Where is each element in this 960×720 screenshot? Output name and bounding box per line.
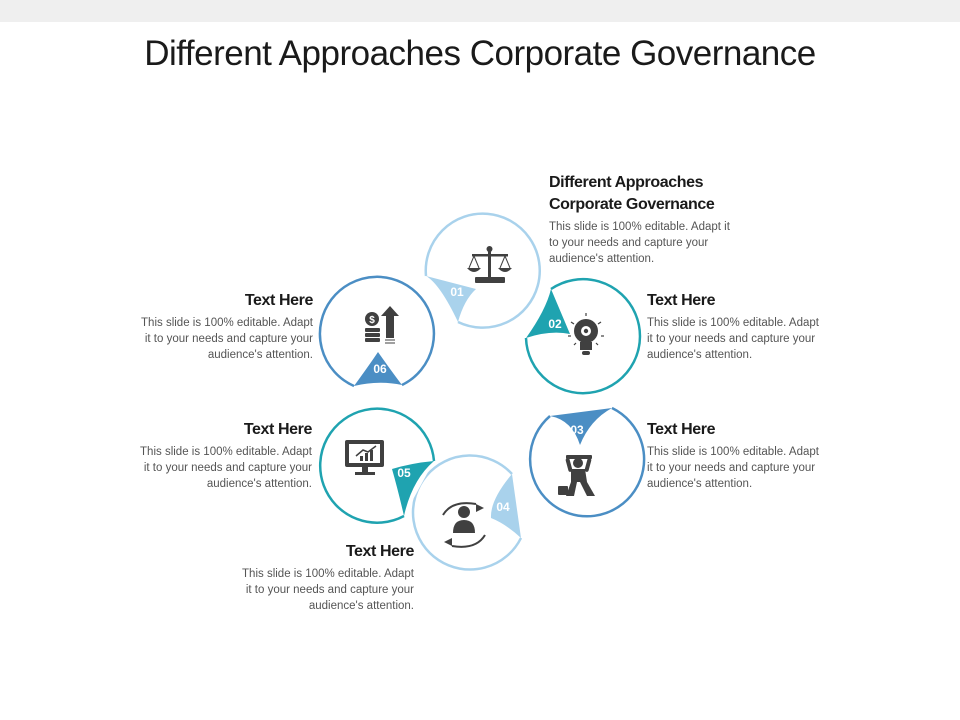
step-02-number: 02 [548,317,562,331]
monitor-chart-icon [345,440,384,475]
step-05-text: Text Here This slide is 100% editable. A… [92,419,312,492]
step-02-description: This slide is 100% editable. Adapt it to… [647,317,819,361]
step-03-text: Text Here This slide is 100% editable. A… [647,419,867,492]
step-04-text: Text Here This slide is 100% editable. A… [194,541,414,614]
step-04-description: This slide is 100% editable. Adapt it to… [242,568,414,612]
step-01-heading: Different Approaches Corporate Governanc… [549,174,715,213]
step-04-heading: Text Here [345,543,415,560]
step-05-heading: Text Here [243,421,313,438]
step-03-number: 03 [570,423,584,437]
step-06-description: This slide is 100% editable. Adapt it to… [141,317,313,361]
step-01-circle[interactable]: 01 [424,212,541,329]
step-03-description: This slide is 100% editable. Adapt it to… [647,446,819,490]
worker-lifting-icon [558,455,595,496]
step-05-description: This slide is 100% editable. Adapt it to… [140,446,312,490]
top-bar [0,0,960,22]
step-02-text: Text Here This slide is 100% editable. A… [647,290,867,363]
step-01-number: 01 [450,285,464,299]
page-title: Different Approaches Corporate Governanc… [144,34,816,73]
balance-scale-icon [467,246,512,283]
svg-text:$: $ [369,315,375,326]
step-02-heading: Text Here [647,292,716,309]
step-06-number: 06 [373,362,387,376]
step-06-heading: Text Here [244,292,314,309]
step-01-text: Different Approaches Corporate Governanc… [549,172,779,267]
step-04-number: 04 [496,500,510,514]
money-growth-icon: $ [365,306,399,344]
step-01-description: This slide is 100% editable. Adapt it to… [549,221,730,265]
lightbulb-gear-icon [568,313,604,355]
user-cycle-icon [442,502,486,548]
step-03-heading: Text Here [647,421,716,438]
step-06-text: Text Here This slide is 100% editable. A… [93,290,313,363]
step-05-number: 05 [397,466,411,480]
